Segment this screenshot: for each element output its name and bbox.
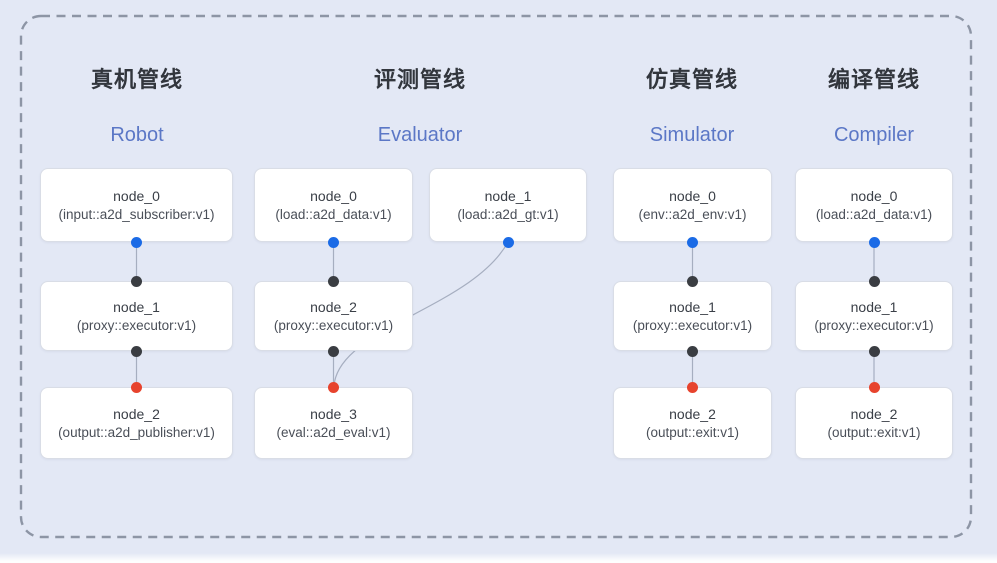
port-bottom-black [328,345,339,357]
port-bottom-black [131,345,142,357]
node-compiler-node_0: node_0(load::a2d_data:v1) [795,168,953,242]
bottom-fade [0,553,997,563]
node-evaluator-node_2: node_2(proxy::executor:v1) [254,281,413,351]
node-type: (load::a2d_data:v1) [275,206,392,222]
pipeline-title-zh-compiler: 编译管线 [827,67,921,92]
port-top-red [687,381,698,393]
node-evaluator-node_0: node_0(load::a2d_data:v1) [254,168,413,242]
node-label: node_1 [484,187,532,204]
port-bottom-black [687,345,698,357]
pipeline-title-en-robot: Robot [110,124,164,146]
port-top-black [868,275,880,287]
pipeline-title-en-compiler: Compiler [833,124,915,146]
pipeline-title-en-evaluator: Evaluator [377,124,463,146]
node-evaluator-node_1: node_1(load::a2d_gt:v1) [429,168,587,242]
node-type: (output::a2d_publisher:v1) [58,424,215,440]
port-bottom-blue [502,236,514,248]
node-label: node_0 [850,187,898,204]
node-label: node_0 [113,187,160,204]
node-label: node_2 [850,405,898,422]
node-type: (proxy::executor:v1) [76,317,197,333]
port-top-black [687,275,698,287]
node-compiler-node_1: node_1(proxy::executor:v1) [795,281,953,351]
node-label: node_0 [310,187,357,204]
node-simulator-node_0: node_0(env::a2d_env:v1) [613,168,772,242]
port-bottom-blue [328,236,339,248]
node-label: node_1 [113,298,160,315]
node-robot-node_2: node_2(output::a2d_publisher:v1) [40,387,233,459]
node-label: node_1 [850,298,898,315]
port-bottom-black [868,345,880,357]
port-bottom-blue [687,236,698,248]
pipeline-title-en-simulator: Simulator [649,124,735,146]
port-top-red [328,381,339,393]
node-type: (proxy::executor:v1) [273,317,394,333]
node-simulator-node_2: node_2(output::exit:v1) [613,387,772,459]
node-robot-node_0: node_0(input::a2d_subscriber:v1) [40,168,233,242]
pipeline-title-zh-evaluator: 评测管线 [373,67,467,92]
node-label: node_2 [113,405,160,422]
node-robot-node_1: node_1(proxy::executor:v1) [40,281,233,351]
port-bottom-blue [131,236,142,248]
port-top-black [328,275,339,287]
node-type: (eval::a2d_eval:v1) [276,424,391,440]
port-top-red [868,381,880,393]
node-type: (output::exit:v1) [645,424,740,440]
node-type: (env::a2d_env:v1) [638,206,747,222]
port-bottom-blue [868,236,880,248]
node-label: node_1 [669,298,716,315]
node-type: (load::a2d_data:v1) [815,206,933,222]
node-type: (proxy::executor:v1) [814,317,934,333]
pipeline-title-zh-simulator: 仿真管线 [645,67,739,92]
node-evaluator-node_3: node_3(eval::a2d_eval:v1) [254,387,413,459]
node-label: node_0 [669,187,716,204]
port-top-red [131,381,142,393]
node-label: node_2 [310,298,357,315]
node-type: (load::a2d_gt:v1) [457,206,559,222]
node-compiler-node_2: node_2(output::exit:v1) [795,387,953,459]
dashed-border [19,14,973,539]
port-top-black [131,275,142,287]
node-type: (input::a2d_subscriber:v1) [58,206,215,222]
node-simulator-node_1: node_1(proxy::executor:v1) [613,281,772,351]
node-label: node_2 [669,405,716,422]
node-type: (proxy::executor:v1) [632,317,753,333]
node-label: node_3 [310,405,357,422]
pipeline-title-zh-robot: 真机管线 [90,67,184,92]
node-type: (output::exit:v1) [827,424,921,440]
